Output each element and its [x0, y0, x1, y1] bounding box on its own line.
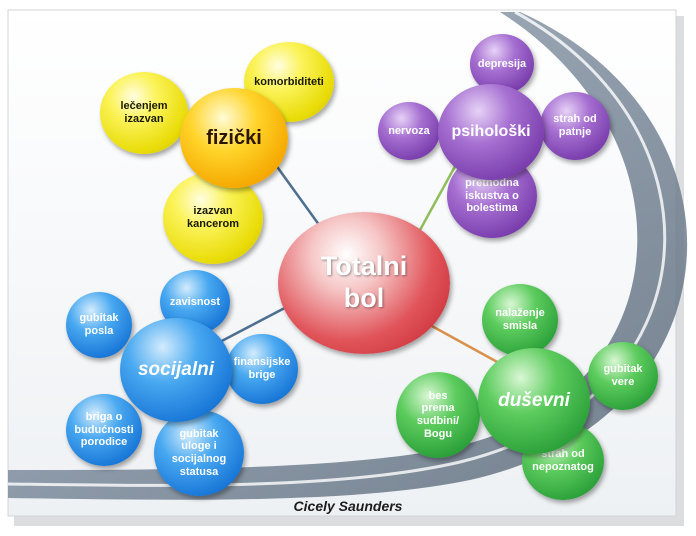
- social-item-label: briga o budućnosti porodice: [74, 411, 134, 449]
- spiritual-item-finding-meaning: nalaženje smisla: [482, 284, 558, 356]
- physical-item-label: lečenjem izazvan: [120, 100, 168, 125]
- spiritual-item-loss-of-faith: gubitak vere: [588, 342, 658, 410]
- center-node-totalni-bol: Totalni bol: [278, 212, 450, 354]
- social-node: socijalni: [120, 318, 232, 422]
- psychological-item-label: prethodna iskustva o bolestima: [465, 177, 519, 215]
- psychological-item-nervousness: nervoza: [378, 102, 440, 160]
- center-label: Totalni bol: [320, 251, 408, 313]
- social-item-family-future: briga o budućnosti porodice: [66, 394, 142, 466]
- physical-node: fizički: [180, 88, 288, 188]
- psychological-item-fear-of-suffering: strah od patnje: [540, 92, 610, 160]
- spiritual-node: duševni: [478, 348, 590, 454]
- social-item-label: finansijske brige: [233, 356, 291, 381]
- social-label: socijalni: [137, 359, 215, 381]
- physical-item-treatment-caused: lečenjem izazvan: [100, 72, 188, 154]
- physical-item-label: komorbiditeti: [254, 75, 324, 88]
- psychological-item-label: depresija: [477, 57, 527, 70]
- social-item-label: zavisnost: [169, 295, 221, 308]
- physical-item-cancer-caused: izazvan kancerom: [163, 172, 263, 264]
- social-item-role-status-loss: gubitak uloge i socijalnog statusa: [154, 410, 244, 496]
- author-caption: Cicely Saunders: [293, 498, 403, 514]
- psychological-item-label: nervoza: [388, 124, 430, 137]
- social-item-job-loss: gubitak posla: [66, 292, 132, 358]
- social-item-label: gubitak uloge i socijalnog statusa: [171, 427, 227, 478]
- spiritual-item-label: bes prema sudbini/ Bogu: [416, 389, 460, 440]
- psychological-node: psihološki: [438, 84, 544, 180]
- physical-item-label: izazvan kancerom: [187, 205, 239, 230]
- social-item-financial-worries: finansijske brige: [226, 334, 298, 404]
- social-item-label: gubitak posla: [79, 312, 119, 337]
- spiritual-item-label: nalaženje smisla: [495, 307, 545, 332]
- spiritual-item-label: gubitak vere: [603, 363, 643, 388]
- spiritual-item-anger-at-fate: bes prema sudbini/ Bogu: [396, 372, 480, 458]
- spiritual-label: duševni: [498, 390, 570, 412]
- psychological-label: psihološki: [451, 122, 531, 140]
- psychological-item-label: strah od patnje: [553, 113, 597, 138]
- physical-label: fizički: [206, 126, 262, 149]
